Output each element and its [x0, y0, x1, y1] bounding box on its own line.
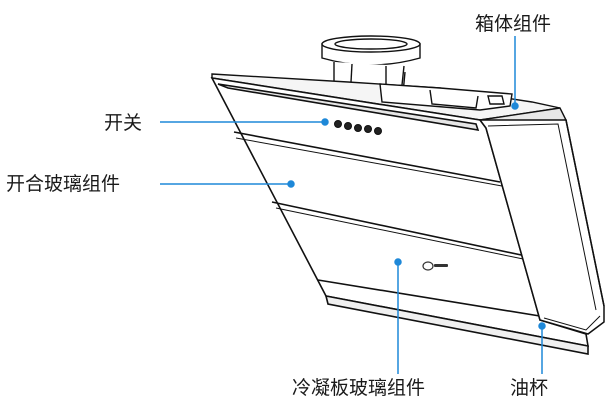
glass-panel — [210, 76, 589, 355]
control-button — [364, 125, 372, 133]
leader-dot-cold — [394, 258, 402, 266]
label-oil-cup: 油杯 — [510, 377, 549, 399]
control-button — [344, 122, 352, 130]
label-box-assembly: 箱体组件 — [475, 13, 552, 35]
leader-dot-box — [511, 102, 519, 110]
label-cold-condense-glass: 冷凝板玻璃组件 — [292, 377, 426, 399]
brand-logo — [422, 261, 448, 271]
control-buttons — [334, 120, 382, 135]
side-frame — [478, 119, 605, 335]
leader-dot-door — [287, 180, 295, 188]
label-open-close-glass: 开合玻璃组件 — [6, 173, 121, 195]
control-button — [354, 124, 362, 132]
label-switch: 开关 — [104, 112, 143, 134]
leader-dot-cup — [538, 322, 546, 330]
control-button — [374, 127, 382, 135]
leader-lines — [160, 36, 546, 374]
leader-dot-switch — [321, 118, 329, 126]
control-button — [334, 120, 342, 128]
